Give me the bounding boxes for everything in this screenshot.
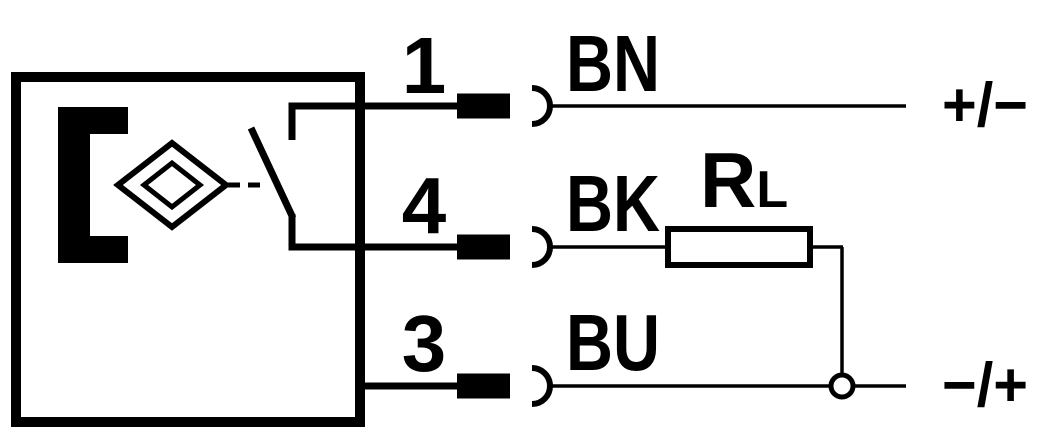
polarity-label-bottom: −/+ — [942, 351, 1028, 420]
inner-diamond-icon — [139, 159, 205, 211]
labels: 1 4 3 BN BK BU RL +/− −/+ — [402, 19, 1028, 420]
wire-label-bn: BN — [566, 19, 660, 108]
switch-top-terminal — [288, 102, 457, 140]
connector-sockets — [531, 85, 553, 407]
switch-bottom-terminal — [288, 214, 457, 251]
resistor-subscript: L — [756, 161, 788, 219]
sensing-element-icon — [113, 139, 231, 231]
terminal-pins — [457, 93, 510, 399]
switch-icon — [247, 102, 457, 251]
wire-label-bk: BK — [566, 159, 660, 248]
switch-blade — [247, 126, 297, 220]
pin-number-3: 3 — [402, 299, 447, 388]
resistor-rl-icon — [665, 226, 813, 268]
socket-4-icon — [531, 226, 553, 268]
bracket-icon — [58, 107, 128, 263]
wire-label-bu: BU — [566, 298, 660, 387]
pin-number-4: 4 — [402, 161, 447, 250]
socket-1-icon — [531, 85, 553, 127]
resistor-label: RL — [700, 136, 788, 224]
junction-node-icon — [828, 372, 856, 400]
pin-number-1: 1 — [402, 21, 447, 110]
socket-3-icon — [531, 365, 553, 407]
resistor-symbol: R — [700, 136, 756, 224]
outer-diamond-icon — [113, 139, 231, 231]
polarity-label-top: +/− — [942, 71, 1028, 140]
